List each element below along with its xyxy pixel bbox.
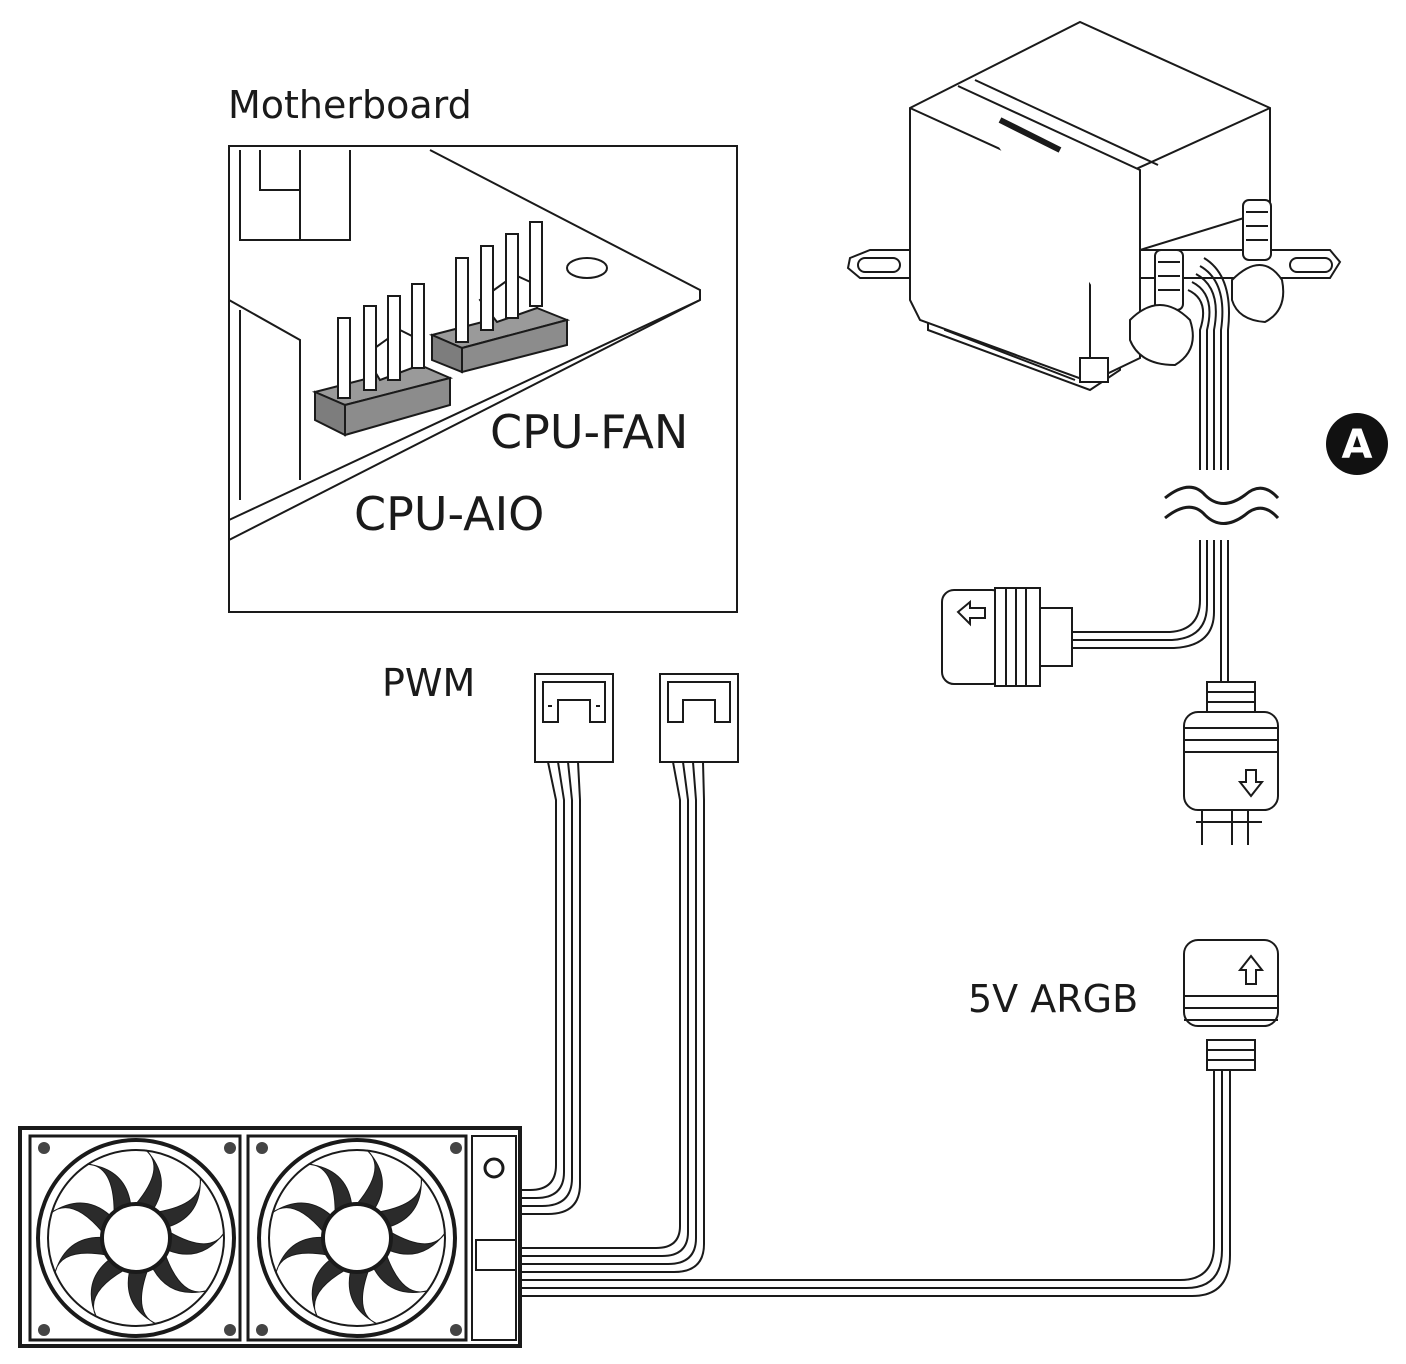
cpu-fan-header (428, 221, 571, 374)
pump-3pin-plug (941, 587, 1073, 687)
motherboard-label: Motherboard (228, 83, 472, 127)
pwm-connector-2 (659, 673, 739, 763)
motherboard-inset: Motherboard (228, 83, 738, 613)
cpu-aio-label: CPU-AIO (354, 487, 544, 541)
pwm-label: PWM (382, 661, 475, 705)
argb-female-connector (1183, 681, 1279, 845)
fan-1 (36, 1138, 236, 1338)
pump-fittings (1129, 199, 1285, 367)
cpu-fan-label: CPU-FAN (490, 405, 688, 459)
pump-cable (1070, 257, 1280, 682)
cpu-aio-header (311, 283, 454, 437)
callout-a: A (1326, 413, 1388, 475)
pwm-connector-1 (534, 673, 614, 763)
board-outline (228, 149, 701, 541)
pump-block (846, 20, 1342, 392)
callout-a-text: A (1342, 422, 1373, 468)
radiator (18, 1126, 522, 1348)
fan-2 (257, 1138, 457, 1338)
pwm-cables (518, 761, 705, 1273)
argb-label: 5V ARGB (968, 977, 1138, 1021)
argb-cable (518, 1070, 1231, 1297)
inset-frame (228, 145, 738, 613)
argb-male-connector (1183, 939, 1279, 1071)
